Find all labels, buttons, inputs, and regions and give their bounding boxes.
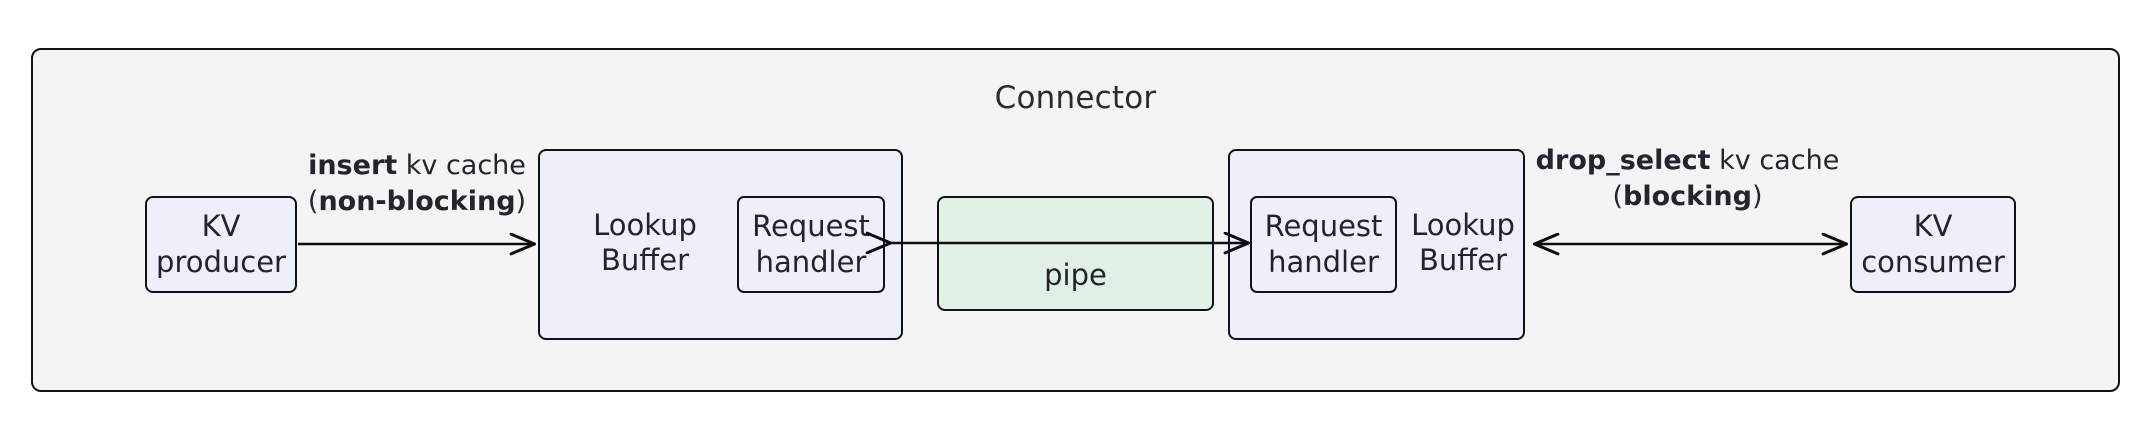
request-handler-left-line2: handler (755, 244, 867, 279)
connector-title: Connector (994, 80, 1157, 116)
lookup-buffer-left-line2: Buffer (600, 243, 690, 278)
node-kv-consumer-line1: KV (1913, 209, 1953, 244)
edge-label-drop-select-rest: kv cache (1710, 145, 1840, 176)
node-request-handler-right[interactable]: Request handler (1250, 196, 1397, 293)
node-lookup-buffer-right-label: Lookup Buffer (1404, 208, 1522, 279)
edge-label-drop-select-paren-open: ( (1612, 181, 1624, 213)
edge-label-insert: insert kv cache (non-blocking) (296, 148, 538, 220)
request-handler-left-line1: Request (752, 209, 870, 244)
node-pipe-label: pipe (1044, 257, 1107, 292)
edge-label-drop-select-paren-close: ) (1751, 181, 1763, 213)
node-kv-producer-line1: KV (201, 209, 241, 244)
edge-label-drop-select-line2: (blocking) (1525, 179, 1850, 215)
edge-label-insert-paren-close: ) (515, 186, 527, 218)
edge-label-insert-bold: insert (308, 150, 398, 181)
node-request-handler-left[interactable]: Request handler (737, 196, 885, 293)
edge-label-insert-rest: kv cache (397, 150, 526, 181)
edge-label-drop-select: drop_select kv cache (blocking) (1525, 143, 1850, 215)
request-handler-right-line2: handler (1268, 244, 1379, 279)
request-handler-right-line1: Request (1264, 209, 1383, 244)
lookup-buffer-left-line1: Lookup (593, 208, 697, 242)
lookup-buffer-right-line1: Lookup (1411, 208, 1515, 242)
node-pipe[interactable]: pipe (937, 196, 1214, 311)
node-kv-consumer-line2: consumer (1861, 244, 2005, 279)
edge-label-insert-line2: (non-blocking) (296, 184, 538, 220)
lookup-buffer-right-line2: Buffer (1418, 243, 1508, 278)
edge-label-insert-mode: non-blocking (318, 186, 516, 218)
node-kv-producer-line2: producer (156, 244, 286, 279)
node-kv-producer[interactable]: KV producer (145, 196, 297, 293)
edge-label-drop-select-line1: drop_select kv cache (1525, 143, 1850, 179)
edge-label-insert-line1: insert kv cache (296, 148, 538, 184)
node-lookup-buffer-left-label: Lookup Buffer (560, 208, 730, 279)
edge-label-drop-select-bold: drop_select (1535, 145, 1711, 176)
node-kv-consumer[interactable]: KV consumer (1850, 196, 2016, 293)
edge-label-drop-select-mode: blocking (1623, 181, 1752, 213)
edge-label-insert-paren-open: ( (307, 186, 319, 218)
